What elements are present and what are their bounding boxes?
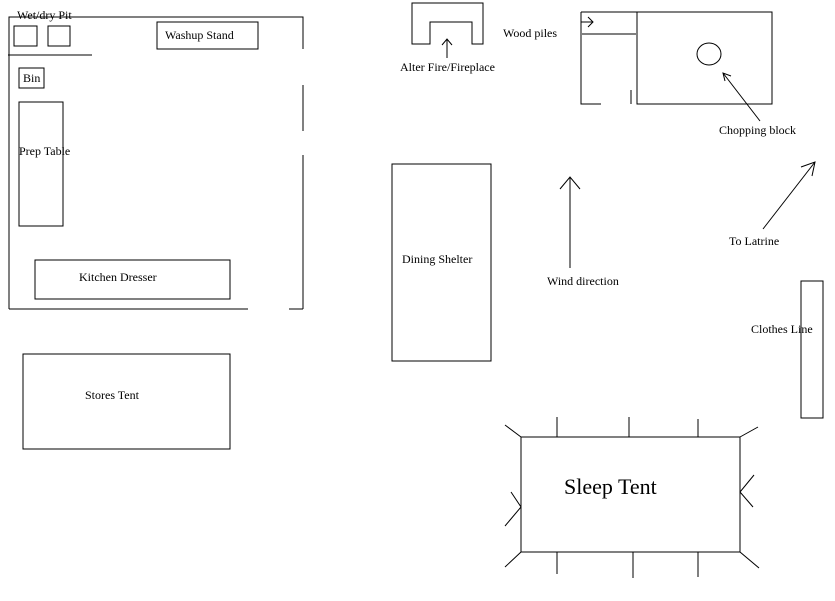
- wood-pile-area: Wood piles Chopping block: [503, 11, 796, 137]
- to-latrine-label: To Latrine: [729, 234, 779, 248]
- wet-dry-pit: Wet/dry Pit: [13, 8, 72, 47]
- dining-shelter: Dining Shelter: [391, 163, 492, 362]
- kitchen-dresser-label: Kitchen Dresser: [79, 270, 157, 284]
- chopping-block: [696, 42, 722, 66]
- prep-table-label: Prep Table: [19, 144, 70, 158]
- wood-piles-label: Wood piles: [503, 26, 557, 40]
- clothes-line: Clothes Line: [751, 280, 824, 419]
- bin-label: Bin: [23, 71, 40, 85]
- prep-table: Prep Table: [18, 101, 70, 227]
- tent-guy-lines: [504, 417, 760, 578]
- sleep-tent-label: Sleep Tent: [564, 474, 657, 499]
- wind-direction: Wind direction: [547, 176, 619, 288]
- wet-pit-box: [13, 25, 38, 47]
- wind-direction-label: Wind direction: [547, 274, 619, 288]
- latrine-arrow: [762, 161, 816, 230]
- wet-dry-pit-label: Wet/dry Pit: [17, 8, 72, 22]
- dining-shelter-label: Dining Shelter: [402, 252, 472, 266]
- chopping-block-arrow: [722, 72, 761, 122]
- clothes-line-label: Clothes Line: [751, 322, 813, 336]
- stores-tent-label: Stores Tent: [85, 388, 140, 402]
- kitchen-dresser: Kitchen Dresser: [34, 259, 231, 300]
- washup-stand: Washup Stand: [156, 21, 259, 50]
- alter-fire: Alter Fire/Fireplace: [400, 2, 495, 74]
- alter-fire-label: Alter Fire/Fireplace: [400, 60, 495, 74]
- dry-pit-box: [47, 25, 71, 47]
- kitchen-area: [8, 16, 304, 310]
- washup-stand-label: Washup Stand: [165, 28, 234, 42]
- sleep-tent: Sleep Tent: [504, 417, 760, 578]
- to-latrine: To Latrine: [729, 161, 816, 248]
- bin: Bin: [18, 67, 45, 89]
- chopping-block-label: Chopping block: [719, 123, 796, 137]
- stores-tent: Stores Tent: [22, 353, 231, 450]
